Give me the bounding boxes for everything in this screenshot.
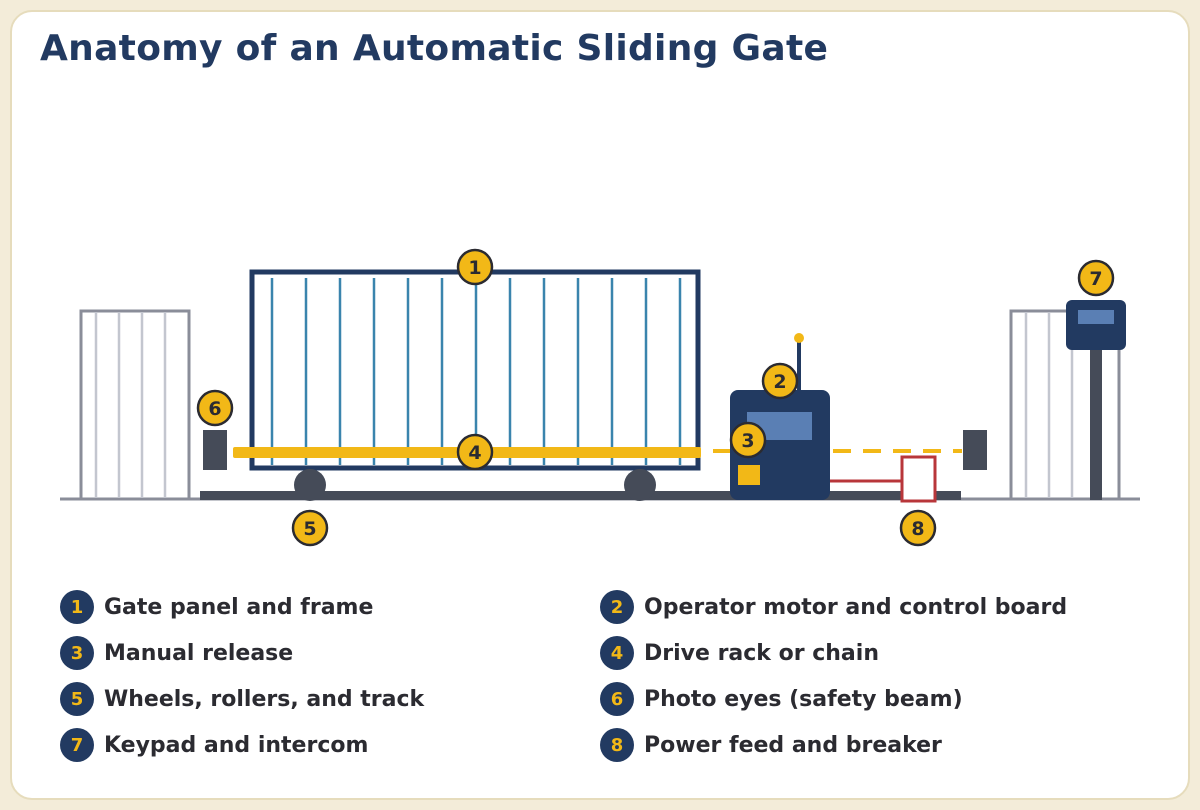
legend-item-photo-eyes: 6 Photo eyes (safety beam): [600, 682, 963, 716]
legend-item-operator: 2 Operator motor and control board: [600, 590, 1067, 624]
callout-label: 6: [208, 398, 221, 420]
legend-label: Manual release: [104, 640, 294, 666]
legend-item-drive-rack: 4 Drive rack or chain: [600, 636, 879, 670]
callout-label: 5: [303, 518, 316, 540]
legend-item-wheels: 5 Wheels, rollers, and track: [60, 682, 424, 716]
operator-unit: [730, 333, 830, 500]
gate-wheel-left: [294, 469, 326, 501]
legend-badge: 5: [60, 682, 94, 716]
antenna-tip: [794, 333, 804, 343]
legend-item-keypad: 7 Keypad and intercom: [60, 728, 368, 762]
keypad-screen: [1078, 310, 1114, 324]
legend-badge: 6: [600, 682, 634, 716]
keypad-post: [1066, 300, 1126, 500]
callout-6: 6: [196, 389, 234, 427]
manual-release-lever: [738, 465, 760, 485]
callout-label: 1: [468, 257, 481, 279]
breaker-box: [900, 455, 937, 503]
legend-label: Photo eyes (safety beam): [644, 686, 963, 712]
legend-label: Gate panel and frame: [104, 594, 374, 620]
callout-8: 8: [899, 509, 937, 547]
callout-label: 3: [741, 430, 754, 452]
legend-badge: 2: [600, 590, 634, 624]
callout-label: 2: [773, 371, 786, 393]
callout-5: 5: [291, 509, 329, 547]
callout-label: 7: [1089, 268, 1102, 290]
callout-2: 2: [761, 362, 799, 400]
legend-label: Drive rack or chain: [644, 640, 879, 666]
legend-label: Power feed and breaker: [644, 732, 942, 758]
left-fence: [79, 309, 191, 501]
legend-label: Keypad and intercom: [104, 732, 369, 758]
callout-4: 4: [456, 433, 494, 471]
legend-label: Operator motor and control board: [644, 594, 1068, 620]
legend-badge: 7: [60, 728, 94, 762]
legend-item-manual-release: 3 Manual release: [60, 636, 293, 670]
legend-badge: 3: [60, 636, 94, 670]
legend-badge: 4: [600, 636, 634, 670]
photo-eye-left: [203, 430, 227, 470]
callout-3: 3: [729, 421, 767, 459]
legend-badge: 1: [60, 590, 94, 624]
callout-1: 1: [456, 248, 494, 286]
callout-label: 4: [468, 442, 481, 464]
callout-label: 8: [911, 518, 924, 540]
page-title: Anatomy of an Automatic Sliding Gate: [40, 28, 829, 69]
legend-item-power-feed: 8 Power feed and breaker: [600, 728, 942, 762]
legend-item-gate-panel: 1 Gate panel and frame: [60, 590, 373, 624]
gate-wheel-right: [624, 469, 656, 501]
callout-7: 7: [1077, 259, 1115, 297]
legend-label: Wheels, rollers, and track: [104, 686, 425, 712]
photo-eye-right: [963, 430, 987, 470]
legend-badge: 8: [600, 728, 634, 762]
gate-track: [200, 491, 961, 500]
